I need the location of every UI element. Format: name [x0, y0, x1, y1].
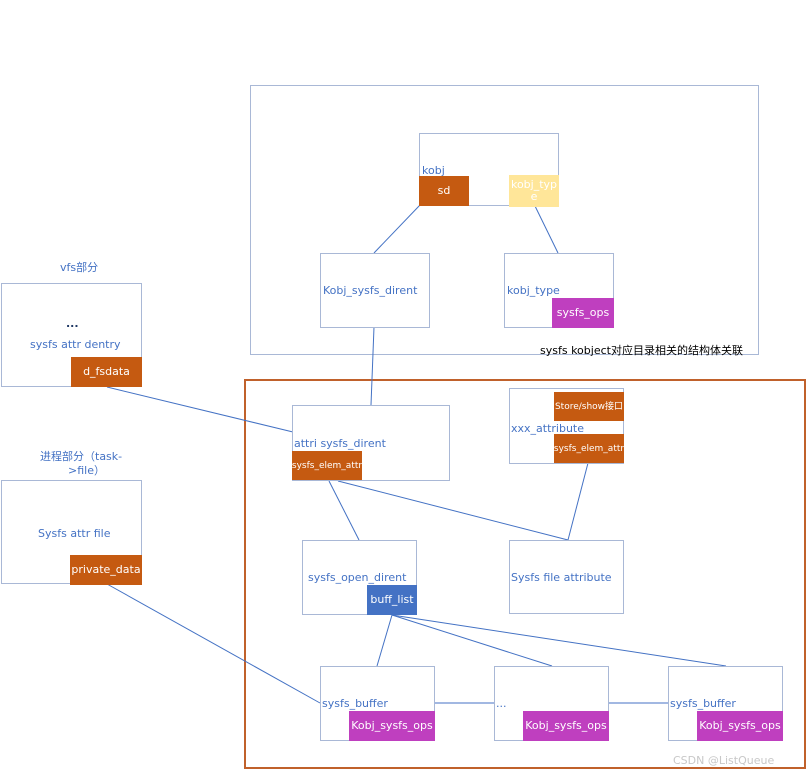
store-show-label: Store/show接口 — [554, 401, 624, 412]
buffer-ops-field: Kobj_sysfs_ops — [349, 711, 435, 741]
buffer-ops-label: Kobj_sysfs_ops — [699, 719, 781, 732]
kobj-sd-field: sd — [419, 176, 469, 206]
edge-dentry-to-attri — [106, 386, 294, 433]
kobject-region-frame — [250, 85, 759, 355]
xxx-sysfs-elem-attr-field: sysfs_elem_attr — [554, 434, 624, 463]
attri-sysfs-elem-attr-label: sysfs_elem_attr — [291, 460, 363, 471]
kobj-sysfs-dirent-box: Kobj_sysfs_dirent — [320, 253, 430, 328]
xxx-attribute-label: xxx_attribute — [511, 422, 585, 435]
vfs-section-title: vfs部分 — [60, 261, 99, 274]
edge-xxx-to-fileattr — [567, 462, 589, 541]
attri-sysfs-elem-attr-field: sysfs_elem_attr — [292, 451, 362, 480]
buffer-ops-label: Kobj_sysfs_ops — [525, 719, 607, 732]
private-data-field: private_data — [70, 555, 142, 585]
buff-list-field: buff_list — [367, 585, 417, 615]
edge-file-to-buffer1 — [106, 583, 321, 704]
kobj-type-field: kobj_typ e — [509, 175, 559, 207]
edge-bufflist-to-buffer2 — [391, 614, 553, 667]
sysfs-ops-label: sysfs_ops — [556, 306, 610, 319]
dentry-dots: ... — [66, 317, 79, 330]
buffer-ops-label: Kobj_sysfs_ops — [351, 719, 433, 732]
sysfs-ops-field: sysfs_ops — [552, 298, 614, 328]
d-fsdata-field: d_fsdata — [71, 357, 142, 387]
edge-kobj-to-dirent — [373, 204, 421, 254]
kobj-type-box: kobj_type — [504, 253, 614, 328]
kobj-sysfs-dirent-label: Kobj_sysfs_dirent — [323, 284, 418, 297]
process-section-title-line1: 进程部分（task- — [40, 450, 123, 463]
attribute-region-frame — [244, 379, 806, 769]
sysfs-open-dirent-box: sysfs_open_dirent — [302, 540, 417, 615]
buffer-ops-field: Kobj_sysfs_ops — [523, 711, 609, 741]
edge-attri-to-fileattr — [337, 480, 569, 541]
edge-dirent-to-attri — [370, 326, 375, 406]
sysfs-buffer-ellipsis: ... — [496, 697, 507, 710]
sysfs-file-attribute-label: Sysfs file attribute — [511, 571, 612, 584]
buff-list-label: buff_list — [370, 593, 414, 606]
kobj-sd-label: sd — [437, 184, 451, 197]
watermark: CSDN @ListQueue — [673, 754, 775, 767]
sysfs-attr-dentry-label: sysfs attr dentry — [30, 338, 121, 351]
edge-bufflist-to-buffer3 — [391, 614, 727, 667]
kobj-label: kobj — [422, 164, 445, 177]
kobj-type-field-line1: kobj_typ — [510, 178, 558, 191]
edge-attri-to-open — [328, 480, 360, 541]
xxx-sysfs-elem-attr-label: sysfs_elem_attr — [553, 443, 625, 454]
sysfs-file-attribute-box: Sysfs file attribute — [509, 540, 624, 614]
private-data-label: private_data — [71, 563, 141, 576]
attri-sysfs-dirent-label: attri sysfs_dirent — [294, 437, 386, 450]
kobj-type-label: kobj_type — [507, 284, 560, 297]
edge-kobj-to-kobjtype — [534, 205, 559, 254]
edge-bufflist-to-buffer1 — [376, 614, 393, 667]
sysfs-buffer-label: sysfs_buffer — [322, 697, 388, 710]
sysfs-open-dirent-label: sysfs_open_dirent — [308, 571, 407, 584]
kobj-type-field-line2: e — [530, 190, 538, 203]
process-section-title-line2: >file） — [68, 464, 105, 477]
sysfs-attr-file-label: Sysfs attr file — [38, 527, 111, 540]
buffer-ops-field: Kobj_sysfs_ops — [697, 711, 783, 741]
d-fsdata-label: d_fsdata — [83, 365, 130, 378]
store-show-field: Store/show接口 — [554, 392, 624, 421]
sysfs-buffer-label: sysfs_buffer — [670, 697, 736, 710]
top-region-caption: sysfs kobject对应目录相关的结构体关联 — [540, 344, 743, 357]
